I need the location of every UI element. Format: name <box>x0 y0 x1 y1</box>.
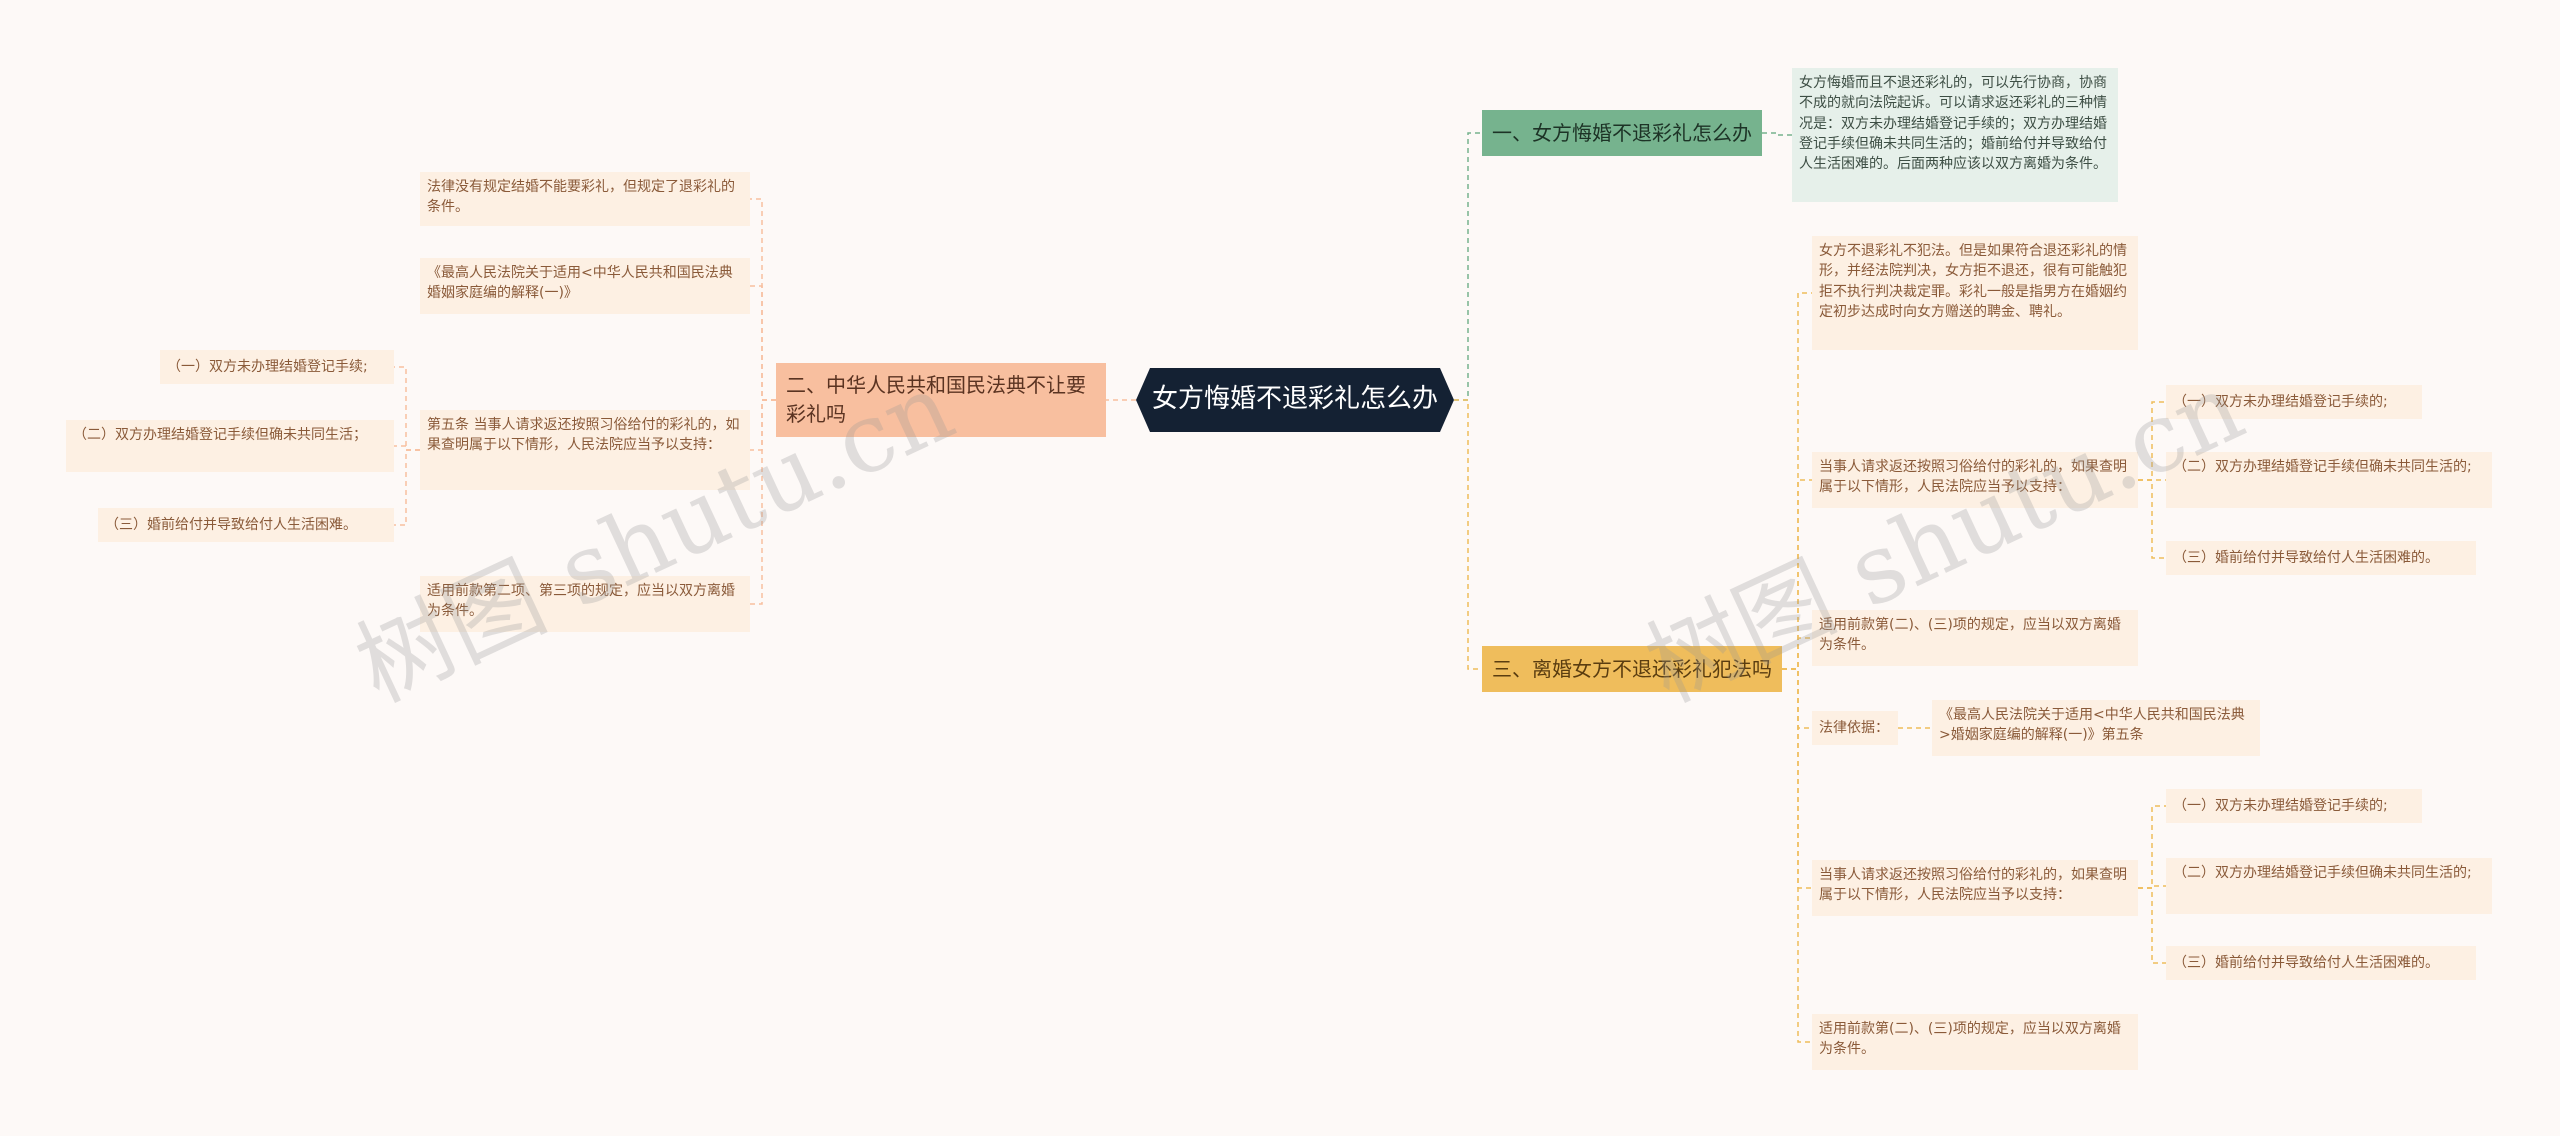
branch-2-sub-3: （三）婚前给付并导致给付人生活困难。 <box>98 508 394 542</box>
connector <box>1454 132 1482 401</box>
connector <box>1782 668 1812 729</box>
branch-3-item-4: 法律依据： <box>1812 711 1898 745</box>
connector <box>750 198 776 401</box>
connector <box>2138 887 2166 964</box>
connector <box>394 366 420 451</box>
branch-2-sub-1: （一）双方未办理结婚登记手续; <box>160 350 394 384</box>
connector <box>2138 479 2166 559</box>
branch-2-sub-2: （二）双方办理结婚登记手续但确未共同生活； <box>66 420 394 472</box>
branch-3-item-5-sub-3: （三）婚前给付并导致给付人生活困难的。 <box>2166 946 2476 980</box>
branch-3-item-5-sub-2: （二）双方办理结婚登记手续但确未共同生活的; <box>2166 858 2492 914</box>
connector <box>1782 668 1812 889</box>
branch-3-item-2-sub-1: （一）双方未办理结婚登记手续的; <box>2166 385 2422 419</box>
branch-2-topic[interactable]: 二、中华人民共和国民法典不让要彩礼吗 <box>776 363 1106 437</box>
branch-3-item-2: 当事人请求返还按照习俗给付的彩礼的，如果查明属于以下情形，人民法院应当予以支持： <box>1812 452 2138 508</box>
connector <box>394 449 420 526</box>
branch-3-topic[interactable]: 三、离婚女方不退还彩礼犯法吗 <box>1482 646 1782 692</box>
connector <box>1782 479 1812 670</box>
branch-1-text: 女方悔婚而且不退还彩礼的，可以先行协商，协商不成的就向法院起诉。可以请求返还彩礼… <box>1792 68 2118 202</box>
connector <box>2138 885 2166 889</box>
connector <box>2138 805 2166 889</box>
branch-3-item-2-sub-2: （二）双方办理结婚登记手续但确未共同生活的; <box>2166 452 2492 508</box>
branch-3-item-2-sub-3: （三）婚前给付并导致给付人生活困难的。 <box>2166 541 2476 575</box>
connector <box>2138 401 2166 481</box>
branch-2-item-3: 第五条 当事人请求返还按照习俗给付的彩礼的，如果查明属于以下情形，人民法院应当予… <box>420 410 750 490</box>
branch-3-item-5-sub-1: （一）双方未办理结婚登记手续的; <box>2166 789 2422 823</box>
connector <box>750 399 776 605</box>
root-topic[interactable]: 女方悔婚不退彩礼怎么办 <box>1136 368 1454 432</box>
connector <box>1782 637 1812 670</box>
branch-3-item-6: 适用前款第(二)、(三)项的规定，应当以双方离婚为条件。 <box>1812 1014 2138 1070</box>
branch-2-item-2: 《最高人民法院关于适用<中华人民共和国民法典婚姻家庭编的解释(一)》 <box>420 258 750 314</box>
branch-2-item-4: 适用前款第二项、第三项的规定，应当以双方离婚为条件。 <box>420 576 750 632</box>
branch-3-item-1: 女方不退彩礼不犯法。但是如果符合退还彩礼的情形，并经法院判决，女方拒不退还，很有… <box>1812 236 2138 350</box>
branch-3-item-5: 当事人请求返还按照习俗给付的彩礼的，如果查明属于以下情形，人民法院应当予以支持： <box>1812 860 2138 916</box>
connector <box>750 399 776 451</box>
connector <box>1782 292 1812 670</box>
branch-3-item-4-sub: 《最高人民法院关于适用<中华人民共和国民法典>婚姻家庭编的解释(一)》第五条 <box>1932 700 2260 756</box>
connector <box>750 285 776 401</box>
connector <box>1454 399 1482 670</box>
branch-2-item-1: 法律没有规定结婚不能要彩礼，但规定了退彩礼的条件。 <box>420 172 750 226</box>
connector <box>1762 132 1792 136</box>
branch-3-item-3: 适用前款第(二)、(三)项的规定，应当以双方离婚为条件。 <box>1812 610 2138 666</box>
branch-1-topic[interactable]: 一、女方悔婚不退彩礼怎么办 <box>1482 110 1762 156</box>
connector <box>1782 668 1812 1043</box>
